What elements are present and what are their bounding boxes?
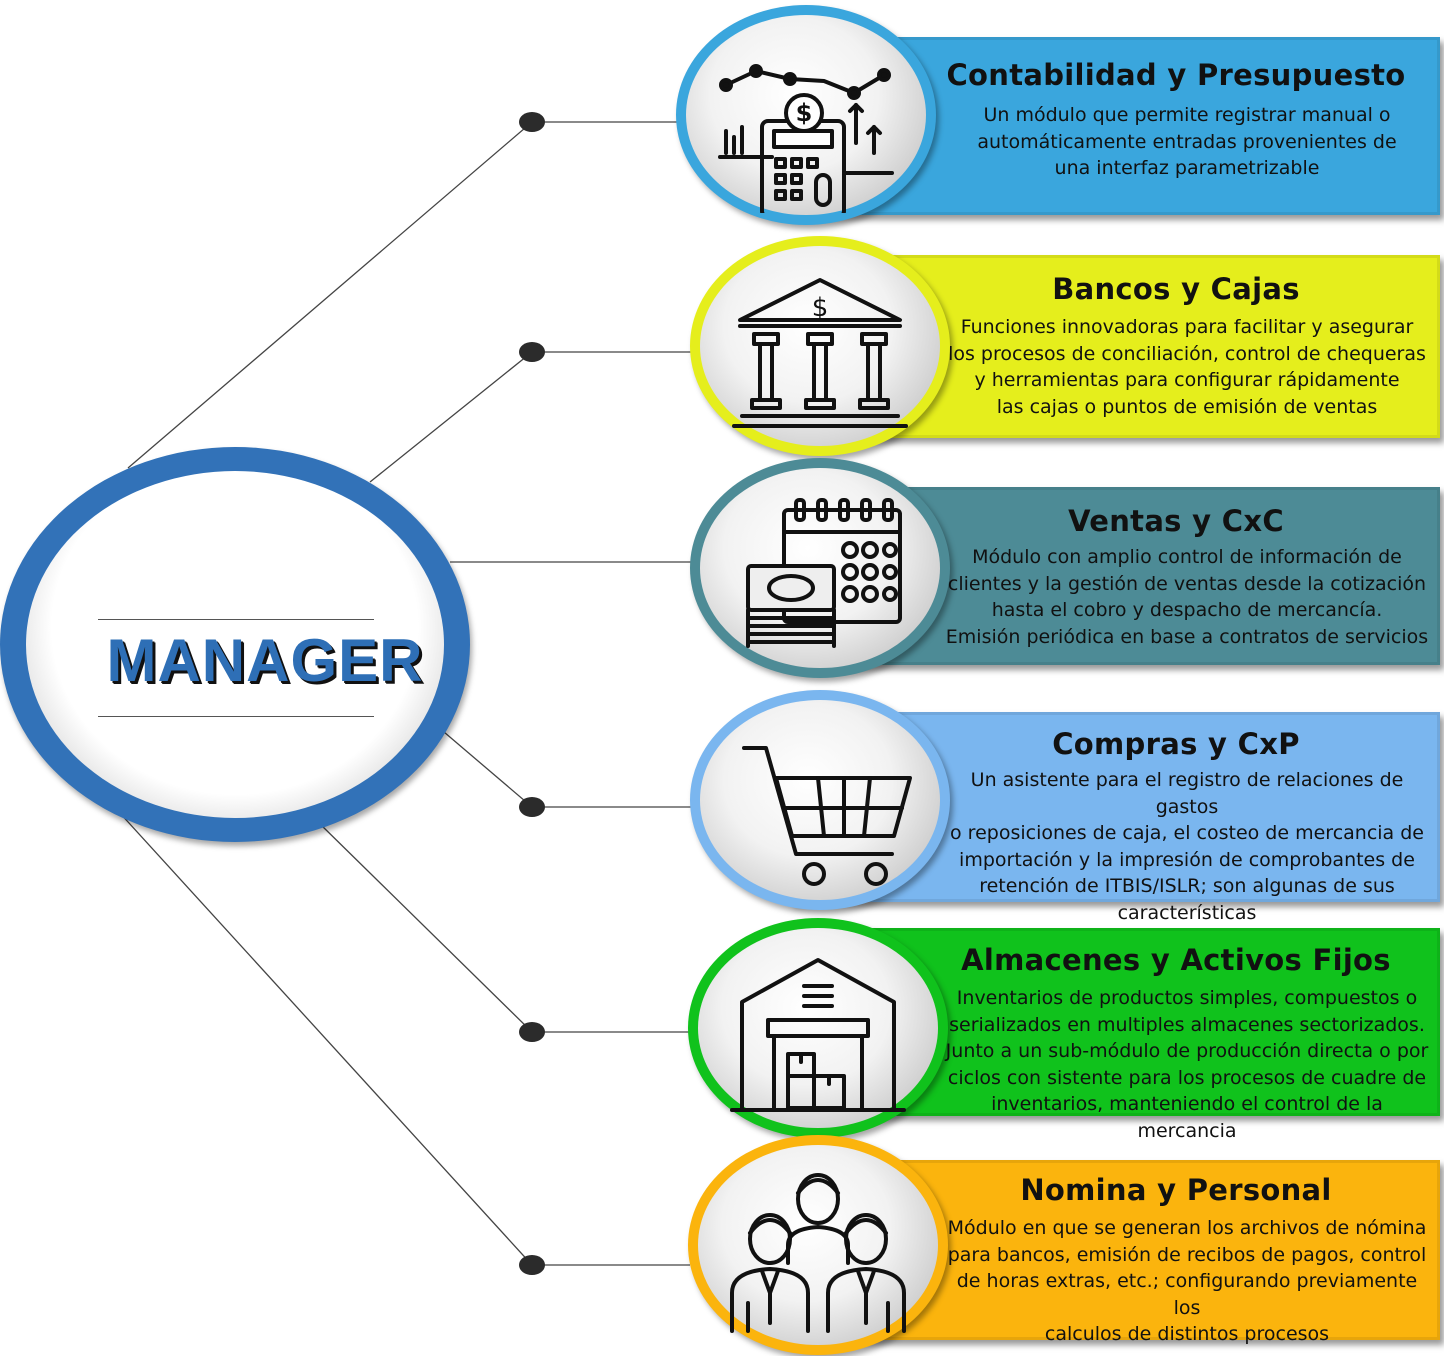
connector-line-1 [127,121,533,469]
hub-title: MANAGER [106,627,424,694]
connector-line-2 [369,351,533,483]
module-description: Un módulo que permite registrar manual o… [977,104,1397,179]
connector-dot-6 [519,1255,545,1275]
calendar-money-icon [720,486,920,666]
bank-icon: $ [720,264,920,444]
svg-text:$: $ [812,293,829,323]
module-ring-contabilidad: $ [676,5,936,225]
module-title: Ventas y CxC [1068,504,1284,538]
connector-line-6 [107,799,533,1266]
module-ring-ventas [690,458,950,678]
hub-inner: MANAGER [26,471,444,818]
module-title: Bancos y Cajas [1052,272,1300,306]
warehouse-icon [718,946,918,1126]
connector-dot-4 [519,797,545,817]
team-icon [718,1163,918,1343]
hub-top-rule [98,619,374,620]
module-title: Almacenes y Activos Fijos [961,943,1391,977]
module-description: Módulo con amplio control de información… [945,546,1429,648]
hub-bottom-rule [98,716,374,717]
connector-line-4 [443,731,533,808]
module-description: Inventarios de productos simples, compue… [945,987,1429,1142]
connector-dot-1 [519,112,545,132]
connector-dot-2 [519,342,545,362]
module-title: Contabilidad y Presupuesto [946,58,1406,92]
shopping-cart-icon [720,718,920,898]
module-ring-bancos: $ [690,236,950,456]
connector-line-5 [317,821,533,1033]
module-description: Módulo en que se generan los archivos de… [947,1217,1427,1345]
connector-dot-5 [519,1022,545,1042]
svg-text:$: $ [796,99,813,127]
module-description: Un asistente para el registro de relacio… [950,769,1424,924]
module-ring-almacenes [688,918,948,1138]
module-title: Compras y CxP [1052,727,1300,761]
manager-hub: MANAGER [0,447,470,842]
module-description: Funciones innovadoras para facilitar y a… [948,316,1426,418]
calculator-chart-icon: $ [706,33,906,219]
module-ring-compras [690,690,950,910]
module-title: Nomina y Personal [1020,1173,1332,1207]
module-ring-nomina [688,1135,948,1355]
